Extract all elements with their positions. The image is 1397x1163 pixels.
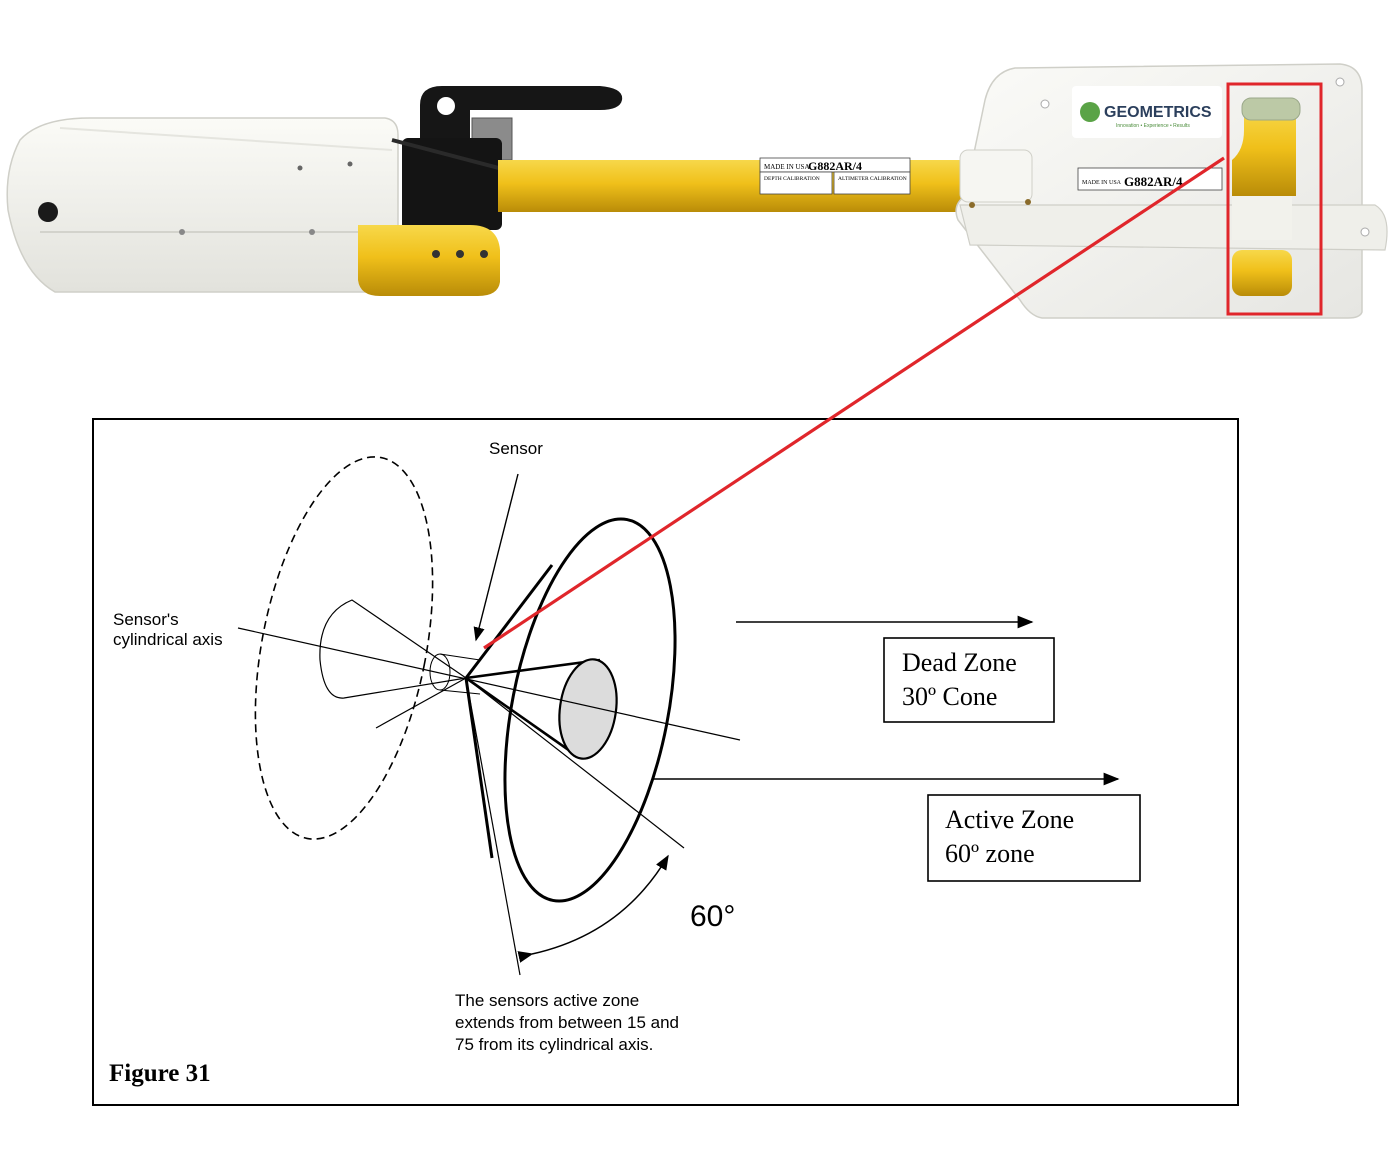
magnetometer-photo: MADE IN USA G882AR/4 DEPTH CALIBRATION A… xyxy=(6,63,1388,319)
sensor-highlight-box xyxy=(1226,82,1323,316)
figure-frame xyxy=(92,418,1239,1106)
svg-text:MADE IN USA: MADE IN USA xyxy=(1082,180,1122,186)
callout-line xyxy=(483,156,1225,650)
dead-zone-box xyxy=(883,637,1055,723)
sensor-pointer-arrow xyxy=(473,473,519,642)
svg-text:ALTIMETER CALIBRATION: ALTIMETER CALIBRATION xyxy=(838,176,907,182)
sensor-element xyxy=(1232,97,1301,296)
active-zone-line1: Active Zone xyxy=(945,805,1074,834)
axis-label-line2: cylindrical axis xyxy=(113,630,223,649)
axis-label-line1: Sensor's xyxy=(113,610,179,629)
angle-label: 60° xyxy=(690,900,735,933)
angle-arc-arrow xyxy=(517,854,669,963)
dead-zone-line2: 30º Cone xyxy=(902,682,997,711)
geometrics-logo: GEOMETRICS Innovation • Experience • Res… xyxy=(1072,86,1222,138)
yellow-mount-block xyxy=(358,225,500,296)
note-line1: The sensors active zone xyxy=(455,991,639,1010)
svg-text:MADE IN USA: MADE IN USA xyxy=(764,163,810,171)
dead-zone-cone xyxy=(465,658,618,760)
rear-dead-zone-cone xyxy=(319,599,468,699)
cylindrical-axis-line xyxy=(237,627,741,741)
active-zone-line2: 60º zone xyxy=(945,839,1035,868)
sensor-label: Sensor xyxy=(489,439,543,458)
dead-zone-line1: Dead Zone xyxy=(902,648,1017,677)
nose-housing xyxy=(6,117,399,293)
svg-text:DEPTH CALIBRATION: DEPTH CALIBRATION xyxy=(764,176,820,182)
note-line2: extends from between 15 and xyxy=(455,1013,679,1032)
rear-active-zone-dashed xyxy=(254,456,434,840)
active-zone-generators xyxy=(464,564,554,859)
clamp-handle xyxy=(391,86,623,230)
svg-text:GEOMETRICS: GEOMETRICS xyxy=(1104,104,1212,121)
active-zone-box xyxy=(927,794,1141,882)
note-line3: 75 from its cylindrical axis. xyxy=(455,1035,653,1054)
nose-port-icon xyxy=(38,202,58,222)
sensor-cylinder xyxy=(429,653,481,695)
zone-boundary-line xyxy=(465,677,685,849)
rear-model-label: MADE IN USA G882AR/4 xyxy=(1077,167,1223,191)
figure-caption: Figure 31 xyxy=(109,1060,211,1087)
zone-boundary-line-2 xyxy=(465,677,521,976)
calibration-labels: MADE IN USA G882AR/4 DEPTH CALIBRATION A… xyxy=(759,157,911,195)
logo-mark-icon xyxy=(1080,102,1100,122)
svg-text:G882AR/4: G882AR/4 xyxy=(1124,174,1183,189)
figure-panel: Sensor Sensor's cylindrical axis 60° Dea… xyxy=(92,418,1239,1106)
svg-text:Innovation • Experience • Resu: Innovation • Experience • Results xyxy=(1116,123,1190,129)
svg-text:G882AR/4: G882AR/4 xyxy=(808,159,862,173)
